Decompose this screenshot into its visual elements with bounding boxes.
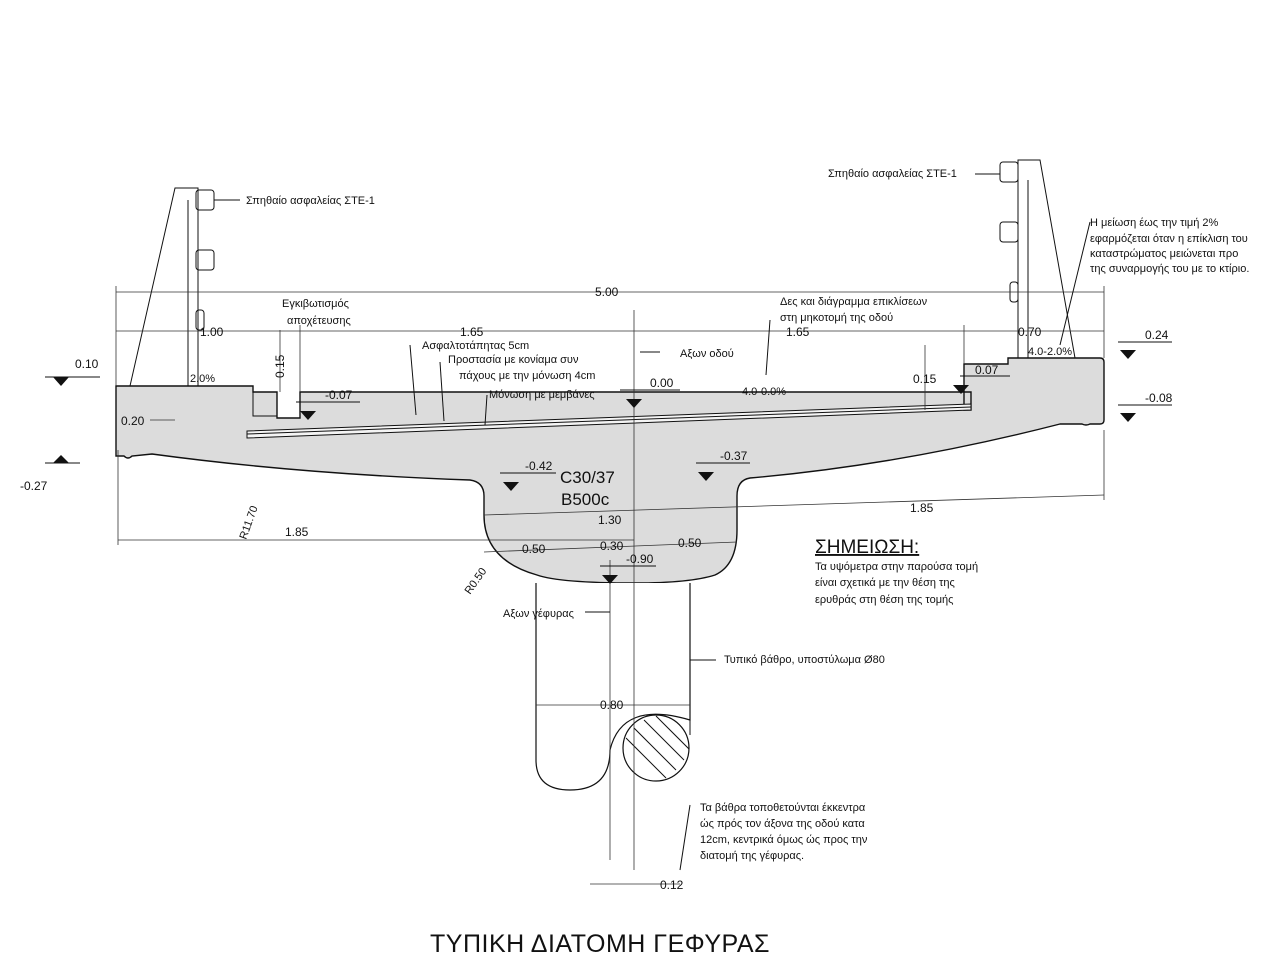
dim-eccentricity: 0.12 (660, 878, 684, 892)
left-safety-barrier (129, 187, 240, 387)
level-left-top: 0.10 (75, 357, 99, 371)
label-protection-1: Προστασία με κονίαμα συν (448, 354, 579, 366)
pier-column (535, 583, 691, 791)
dim-web-left-half: 0.50 (522, 542, 546, 556)
dim-kerb-height: 0.15 (273, 354, 287, 378)
note-title: ΣΗΜΕΙΩΣΗ: (815, 537, 919, 558)
dimension-lines (115, 286, 1105, 885)
label-reduction-2: εφαρμόζεται όταν η επίκλιση του (1090, 233, 1248, 245)
label-pile: Τυπικό βάθρο, υποστύλωμα Ø80 (724, 654, 885, 666)
level-web-right: -0.37 (720, 449, 748, 463)
dim-pile-diameter: 0.80 (600, 698, 624, 712)
dim-web-center: 0.30 (600, 539, 624, 553)
label-steel: B500c (561, 490, 610, 509)
level-axis: 0.00 (650, 376, 674, 390)
leader-lines (409, 221, 1091, 871)
label-insulation: Μόνωση με μεμβάνες (489, 389, 595, 401)
dim-web-right-half: 0.50 (678, 536, 702, 550)
label-protection-2: πάχους με την μόνωση 4cm (459, 370, 595, 382)
label-pile-note-4: διατομή της γέφυρας. (700, 850, 804, 862)
level-left-under: -0.27 (20, 479, 48, 493)
dim-left-bottom: 1.85 (285, 525, 309, 539)
level-right-top: 0.24 (1145, 328, 1169, 342)
level-markers (45, 341, 1172, 584)
dim-total-width: 5.00 (595, 285, 619, 299)
dim-radius-small: R0.50 (463, 566, 490, 597)
dim-web-width: 1.30 (598, 513, 622, 527)
pier-hatched-circle (622, 714, 690, 782)
label-asphalt: Ασφαλτοτάπητας 5cm (422, 340, 529, 352)
label-reduction-4: της συναρμογής του με το κτίριο. (1090, 263, 1249, 275)
dim-right-bottom: 1.85 (910, 501, 934, 515)
level-right-edge: -0.08 (1145, 391, 1173, 405)
label-bridge-axis: Αξων γέφυρας (503, 608, 574, 620)
label-pile-note-2: ώς πρός τον άξονα της οδού κατα (700, 818, 865, 830)
label-kerb-1: Εγκιβωτισμός (282, 298, 349, 310)
slope-left-walk: 2.0% (190, 373, 215, 385)
label-concrete: C30/37 (560, 468, 615, 487)
drawing-title: ΤΥΠΙΚΗ ΔΙΑΤΟΜΗ ΓΕΦΥΡΑΣ (430, 930, 770, 958)
level-bottom: -0.90 (626, 552, 654, 566)
dim-radius-big: R11.70 (238, 504, 261, 541)
note-line-1: Τα υψόμετρα στην παρούσα τομή (815, 561, 978, 573)
dim-right-cantilever: 0.70 (1018, 325, 1042, 339)
label-see-also-1: Δες και διάγραμμα επικλίσεων (780, 296, 928, 308)
slope-right-walk: 4.0-2.0% (1028, 346, 1072, 358)
label-pile-note-3: 12cm, κεντρικά όμως ώς προς την (700, 834, 868, 846)
note-line-2: είναι σχετικά με την θέση της (815, 577, 955, 589)
note-line-3: ερυθράς στη θέση της τομής (815, 594, 953, 606)
slope-deck: 4.0-0.0% (742, 386, 786, 398)
dim-left-thickness: 0.20 (121, 414, 145, 428)
dim-left-lane: 1.65 (460, 325, 484, 339)
level-gutter-left: -0.07 (325, 388, 353, 402)
label-pile-note-1: Τα βάθρα τοποθετούνται έκκεντρα (700, 802, 866, 814)
label-see-also-2: στη μηκοτομή της οδού (780, 312, 893, 324)
label-reduction-3: καταστρώματος μειώνεται προ (1090, 248, 1238, 260)
dim-left-cantilever: 1.00 (200, 325, 224, 339)
level-right-gutter: 0.07 (975, 363, 999, 377)
label-barrier-right: Σπηθαίο ασφαλείας ΣΤΕ-1 (828, 168, 957, 180)
label-barrier-left: Σπηθαίο ασφαλείας ΣΤΕ-1 (246, 195, 375, 207)
dim-right-lane: 1.65 (786, 325, 810, 339)
label-road-axis: Αξων οδού (680, 348, 734, 360)
dim-kerb-height-right: 0.15 (913, 372, 937, 386)
label-reduction-1: Η μείωση έως την τιμή 2% (1090, 217, 1219, 229)
label-kerb-2: αποχέτευσης (287, 315, 351, 327)
level-web-left: -0.42 (525, 459, 553, 473)
